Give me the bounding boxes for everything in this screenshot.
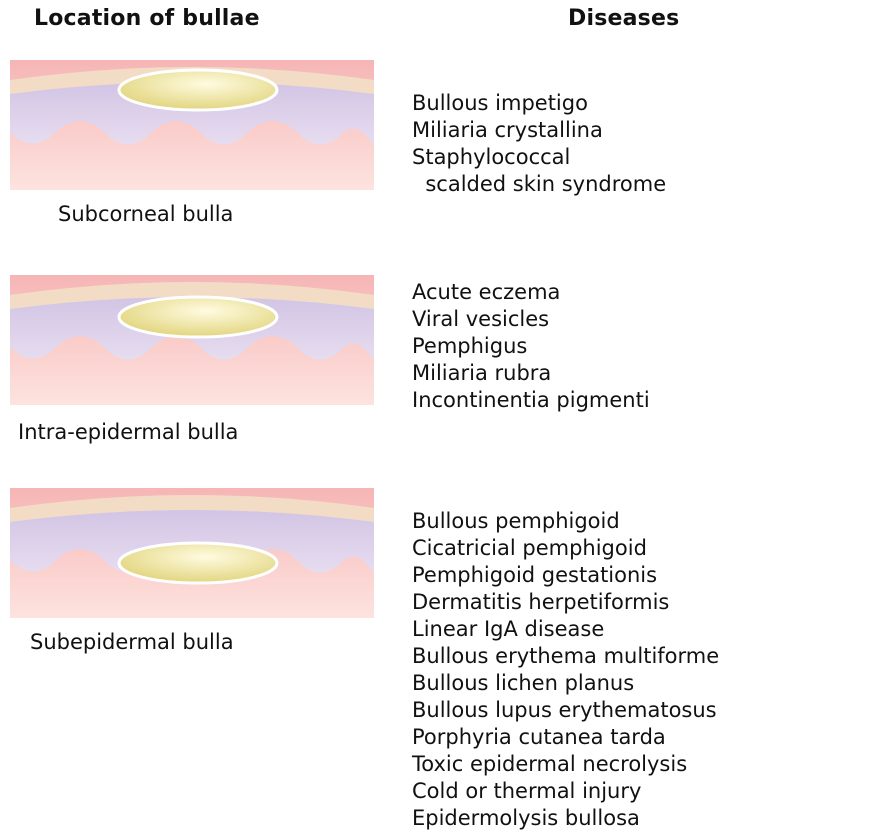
intra-epidermal-skin-diagram xyxy=(10,275,374,405)
disease-item: Pemphigoid gestationis xyxy=(412,562,719,589)
intra-epidermal-caption: Intra-epidermal bulla xyxy=(18,420,238,444)
disease-item: Bullous erythema multiforme xyxy=(412,643,719,670)
disease-item: Dermatitis herpetiformis xyxy=(412,589,719,616)
diseases-header: Diseases xyxy=(568,6,679,31)
disease-item: Staphylococcal xyxy=(412,144,666,171)
disease-item: Linear IgA disease xyxy=(412,616,719,643)
disease-item: Epidermolysis bullosa xyxy=(412,805,719,832)
disease-item: Viral vesicles xyxy=(412,306,650,333)
intra-epidermal-disease-list: Acute eczema Viral vesicles Pemphigus Mi… xyxy=(412,279,650,414)
disease-item: scalded skin syndrome xyxy=(412,171,666,198)
disease-item: Incontinentia pigmenti xyxy=(412,387,650,414)
intra-epidermal-bulla xyxy=(119,297,277,337)
disease-item: Bullous impetigo xyxy=(412,90,666,117)
disease-item: Cicatricial pemphigoid xyxy=(412,535,719,562)
subcorneal-disease-list: Bullous impetigo Miliaria crystallina St… xyxy=(412,90,666,198)
disease-item: Bullous pemphigoid xyxy=(412,508,719,535)
subcorneal-caption: Subcorneal bulla xyxy=(58,202,233,226)
subepidermal-caption: Subepidermal bulla xyxy=(30,630,234,654)
disease-item: Bullous lupus erythematosus xyxy=(412,697,719,724)
disease-item: Bullous lichen planus xyxy=(412,670,719,697)
disease-item: Miliaria crystallina xyxy=(412,117,666,144)
subcorneal-bulla xyxy=(119,70,277,110)
subepidermal-bulla xyxy=(119,543,277,583)
disease-item: Porphyria cutanea tarda xyxy=(412,724,719,751)
disease-item: Cold or thermal injury xyxy=(412,778,719,805)
subepidermal-disease-list: Bullous pemphigoid Cicatricial pemphigoi… xyxy=(412,508,719,832)
location-header: Location of bullae xyxy=(34,6,260,31)
disease-item: Miliaria rubra xyxy=(412,360,650,387)
subcorneal-skin-diagram xyxy=(10,60,374,190)
subepidermal-skin-diagram xyxy=(10,488,374,618)
disease-item: Acute eczema xyxy=(412,279,650,306)
disease-item: Pemphigus xyxy=(412,333,650,360)
disease-item: Toxic epidermal necrolysis xyxy=(412,751,719,778)
